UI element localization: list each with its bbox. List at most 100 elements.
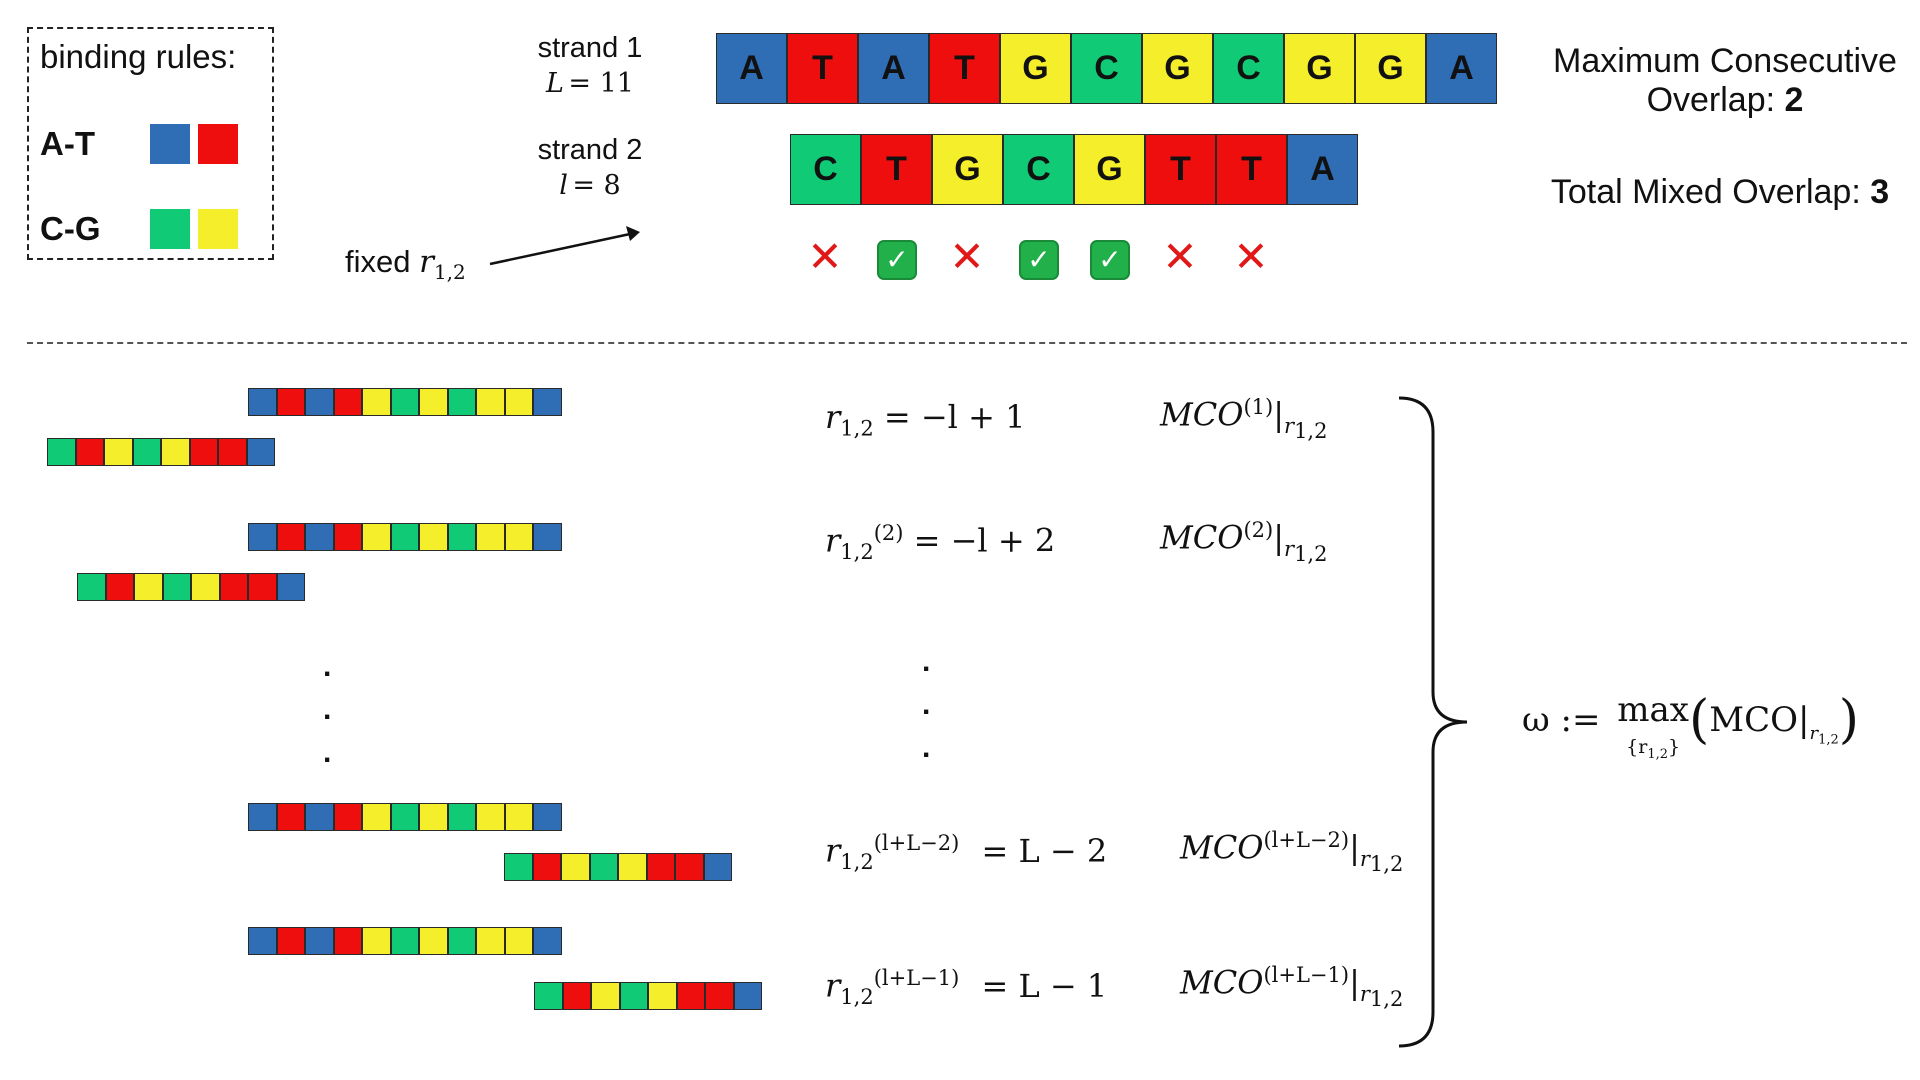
mini-strand1-row2-cell-4	[362, 523, 391, 551]
mini-strand2-row1-cell-5	[189, 438, 218, 466]
mini-strand1-row2-cell-9	[504, 523, 533, 551]
mini-strand2-row2-cell-3	[162, 573, 191, 601]
mco-line2: Overlap:	[1646, 81, 1785, 119]
mini-strand1-row4-cell-6	[419, 927, 448, 955]
mini-strand1-row2-cell-10	[533, 523, 562, 551]
mco-info: Maximum Consecutive Overlap: 2	[1535, 42, 1915, 120]
strand1-label: strand 1	[537, 32, 643, 64]
match-check-icon: ✓	[877, 240, 917, 280]
mini-strand2-row3-cell-1	[532, 853, 561, 881]
mismatch-x-icon: ✕	[807, 233, 843, 280]
mini-strand1-row3-cell-8	[476, 803, 505, 831]
strand2-cell-7: A	[1287, 134, 1358, 205]
strand2-label: strand 2	[537, 134, 643, 166]
strand1-cell-7: C	[1213, 33, 1284, 104]
mini-strand2-row2-cell-2	[134, 573, 163, 601]
mini-strand1-row3-cell-1	[276, 803, 305, 831]
mini-strand1-row1-cell-10	[533, 388, 562, 416]
mini-strand2-row2-cell-7	[276, 573, 305, 601]
mini-strand2-row4-cell-0	[534, 982, 563, 1010]
mini-strand2-row2-cell-6	[248, 573, 277, 601]
strand1-cell-6: G	[1142, 33, 1213, 104]
strand1-cell-10: A	[1426, 33, 1497, 104]
ellipsis-dot: .	[323, 650, 332, 683]
mini-strand2-row4-cell-3	[619, 982, 648, 1010]
legend-swatch-g	[198, 209, 238, 249]
match-check-icon: ✓	[1090, 240, 1130, 280]
mini-strand1-row2-cell-6	[419, 523, 448, 551]
strand1-cell-2: A	[858, 33, 929, 104]
mini-strand2-row1-cell-1	[75, 438, 104, 466]
mini-strand2-row3-cell-3	[589, 853, 618, 881]
mismatch-x-icon: ✕	[1233, 233, 1269, 280]
mini-strand2-row2-cell-5	[219, 573, 248, 601]
mini-strand1-row3-cell-10	[533, 803, 562, 831]
mini-strand1-row2-cell-2	[305, 523, 334, 551]
ellipsis-dot: .	[922, 731, 931, 764]
strand2-cell-1: T	[861, 134, 932, 205]
mini-strand1-row1-cell-7	[447, 388, 476, 416]
fixed-r12-label: fixed r1,2	[345, 244, 466, 285]
mini-strand1-row4-cell-10	[533, 927, 562, 955]
legend-swatch-t	[198, 124, 238, 164]
mini-strand2-row4-cell-5	[676, 982, 705, 1010]
binding-rules-legend	[27, 27, 274, 260]
ellipsis-dot: .	[323, 693, 332, 726]
mini-strand1-row3-cell-7	[447, 803, 476, 831]
mini-strand1-row2-cell-5	[390, 523, 419, 551]
mini-strand2-row3-cell-7	[703, 853, 732, 881]
equation-shift-1: r1,2 = −l + 1	[825, 398, 1026, 441]
strand2-cell-3: C	[1003, 134, 1074, 205]
mini-strand2-row3-cell-4	[618, 853, 647, 881]
mini-strand2-row1-cell-3	[132, 438, 161, 466]
mini-strand2-row4-cell-2	[591, 982, 620, 1010]
strand1-cell-3: T	[929, 33, 1000, 104]
mini-strand2-row2-cell-4	[191, 573, 220, 601]
mini-strand1-row4-cell-1	[276, 927, 305, 955]
mini-strand2-row2-cell-0	[77, 573, 106, 601]
strand2-cell-4: G	[1074, 134, 1145, 205]
mini-strand1-row4-cell-9	[504, 927, 533, 955]
mini-strand2-row4-cell-4	[648, 982, 677, 1010]
mismatch-x-icon: ✕	[949, 233, 985, 280]
mini-strand1-row1-cell-3	[333, 388, 362, 416]
mini-strand1-row4-cell-2	[305, 927, 334, 955]
mini-strand2-row4-cell-6	[705, 982, 734, 1010]
mini-strand1-row4-cell-7	[447, 927, 476, 955]
mini-strand2-row1-cell-6	[218, 438, 247, 466]
mini-strand1-row1-cell-8	[476, 388, 505, 416]
mco-eval-2: MCO(2)|r1,2	[1160, 518, 1328, 567]
strand2-cell-5: T	[1145, 134, 1216, 205]
mini-strand2-row3-cell-2	[561, 853, 590, 881]
right-curly-brace	[1398, 396, 1468, 1048]
mismatch-x-icon: ✕	[1162, 233, 1198, 280]
mini-strand1-row3-cell-9	[504, 803, 533, 831]
mini-strand2-row3-cell-6	[675, 853, 704, 881]
strand1-cell-8: G	[1284, 33, 1355, 104]
strand1-cell-1: T	[787, 33, 858, 104]
mini-strand1-row3-cell-2	[305, 803, 334, 831]
mini-strand2-row4-cell-1	[562, 982, 591, 1010]
equation-shift-l-plus-L-minus-2: r1,2(l+L−2) = L − 2	[825, 831, 1108, 875]
mco-eval-l-plus-L-minus-1: MCO(l+L−1)|r1,2	[1180, 963, 1404, 1012]
strand1-cell-9: G	[1355, 33, 1426, 104]
mini-strand2-row1-cell-2	[104, 438, 133, 466]
mini-strand1-row3-cell-5	[390, 803, 419, 831]
mini-strand1-row3-cell-3	[333, 803, 362, 831]
mini-strand1-row4-cell-4	[362, 927, 391, 955]
mini-strand2-row2-cell-1	[105, 573, 134, 601]
rule-cg-label: C-G	[40, 210, 101, 247]
fixed-arrow	[489, 226, 640, 266]
equation-shift-l-plus-L-minus-1: r1,2(l+L−1) = L − 1	[825, 966, 1108, 1010]
strand1-cell-4: G	[1000, 33, 1071, 104]
match-check-icon: ✓	[1019, 240, 1059, 280]
tmo-info: Total Mixed Overlap: 3	[1530, 173, 1910, 212]
ellipsis-dot: .	[922, 688, 931, 721]
mco-value: 2	[1784, 81, 1804, 119]
mini-strand2-row1-cell-7	[246, 438, 275, 466]
mini-strand2-row3-cell-0	[504, 853, 533, 881]
mini-strand1-row3-cell-6	[419, 803, 448, 831]
omega-definition: ω := max {r1,2} (MCO|r1,2)	[1522, 690, 1860, 762]
mini-strand1-row1-cell-9	[504, 388, 533, 416]
ellipsis-dot: .	[922, 645, 931, 678]
